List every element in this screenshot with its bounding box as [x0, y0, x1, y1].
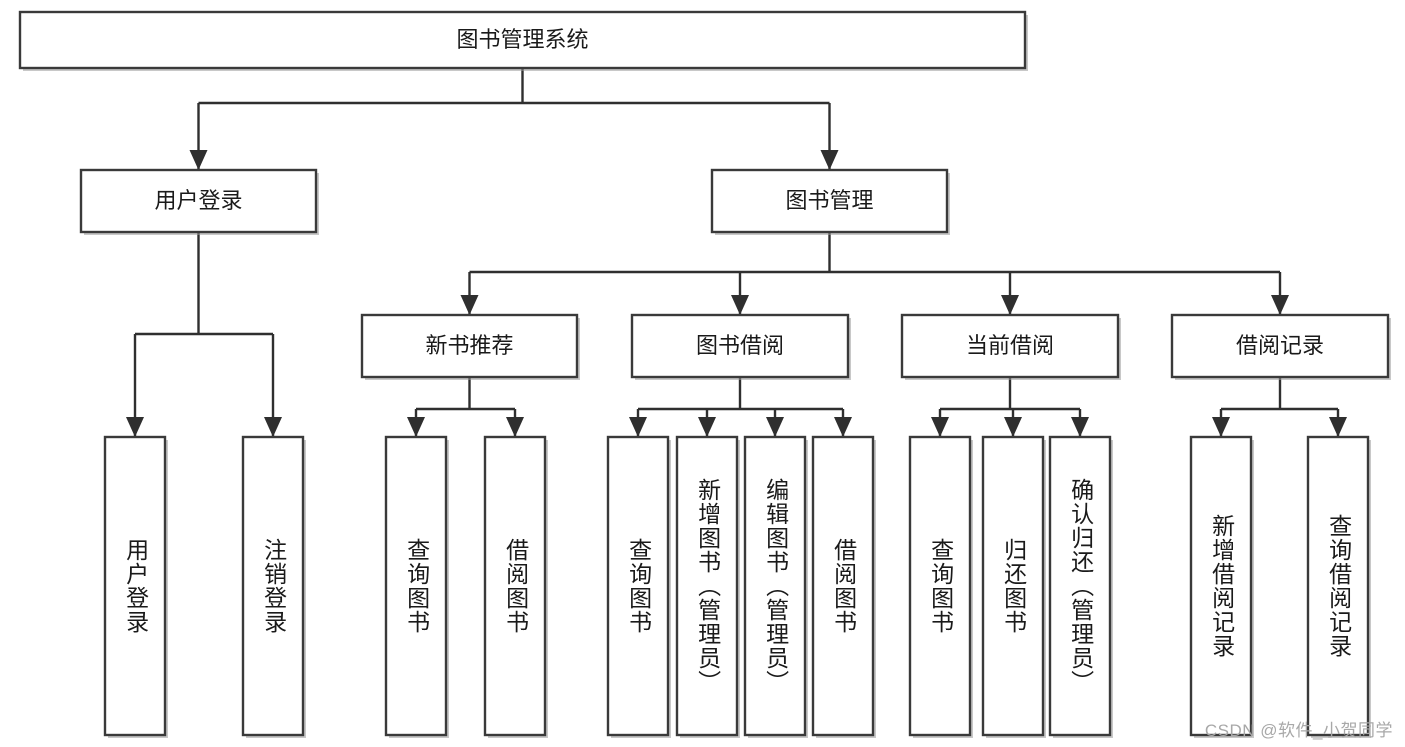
conn-new-book-recommend-drop-1-arrowhead-icon [506, 417, 524, 437]
node-current-borrow[interactable] [900, 313, 1120, 379]
node-current-borrow-label: 当前借阅 [966, 333, 1054, 358]
node-leaf-user-logout[interactable] [241, 435, 305, 737]
node-leaf-br-query-record[interactable] [1306, 435, 1370, 737]
conn-borrow-records-drop-1-arrowhead-icon [1329, 417, 1347, 437]
node-book-management-label: 图书管理 [785, 188, 873, 213]
node-root[interactable] [18, 10, 1027, 70]
conn-current-borrow-drop-1-arrowhead-icon [1004, 417, 1022, 437]
conn-user-login-drop-0-arrowhead-icon [126, 417, 144, 437]
node-leaf-bb-edit-book[interactable] [743, 435, 807, 737]
conn-new-book-recommend-drop-0-arrowhead-icon [407, 417, 425, 437]
node-book-borrow-label: 图书借阅 [696, 333, 784, 358]
conn-book-borrow-drop-1-arrowhead-icon [698, 417, 716, 437]
conn-root-drop-0-arrowhead-icon [189, 150, 208, 170]
node-leaf-bb-add-book[interactable] [675, 435, 739, 737]
node-leaf-nbr-borrow-book[interactable] [483, 435, 547, 737]
conn-book-borrow-drop-2-arrowhead-icon [766, 417, 784, 437]
node-leaf-cb-confirm-return[interactable] [1048, 435, 1112, 737]
conn-book-borrow-drop-0-arrowhead-icon [629, 417, 647, 437]
connector-layer [126, 68, 1347, 437]
node-leaf-br-add-record[interactable] [1189, 435, 1253, 737]
conn-book-management-drop-3-arrowhead-icon [1271, 295, 1289, 315]
node-leaf-cb-query-book[interactable] [908, 435, 972, 737]
node-new-book-recommend[interactable] [360, 313, 579, 379]
node-user-login[interactable] [79, 168, 318, 234]
conn-borrow-records-drop-0-arrowhead-icon [1212, 417, 1230, 437]
conn-current-borrow-drop-2-arrowhead-icon [1071, 417, 1089, 437]
node-leaf-cb-return-book[interactable] [981, 435, 1045, 737]
conn-book-borrow-drop-3-arrowhead-icon [834, 417, 852, 437]
conn-book-management-drop-2-arrowhead-icon [1001, 295, 1019, 315]
conn-user-login-drop-1-arrowhead-icon [264, 417, 282, 437]
conn-root-drop-1-arrowhead-icon [820, 150, 839, 170]
watermark-text: CSDN @软件_小贺同学 [1204, 721, 1393, 740]
node-leaf-bb-borrow-book[interactable] [811, 435, 875, 737]
node-user-login-label: 用户登录 [154, 188, 242, 213]
node-leaf-nbr-query-book[interactable] [384, 435, 448, 737]
conn-current-borrow-drop-0-arrowhead-icon [931, 417, 949, 437]
node-leaf-bb-query-book[interactable] [606, 435, 670, 737]
node-leaf-user-login[interactable] [103, 435, 167, 737]
conn-book-management-drop-1-arrowhead-icon [731, 295, 749, 315]
conn-book-management-drop-0-arrowhead-icon [460, 295, 479, 315]
node-book-borrow[interactable] [630, 313, 850, 379]
node-borrow-records-label: 借阅记录 [1236, 333, 1324, 358]
node-new-book-recommend-label: 新书推荐 [425, 333, 513, 358]
node-borrow-records[interactable] [1170, 313, 1390, 379]
node-root-label: 图书管理系统 [456, 27, 588, 52]
node-book-management[interactable] [710, 168, 949, 234]
